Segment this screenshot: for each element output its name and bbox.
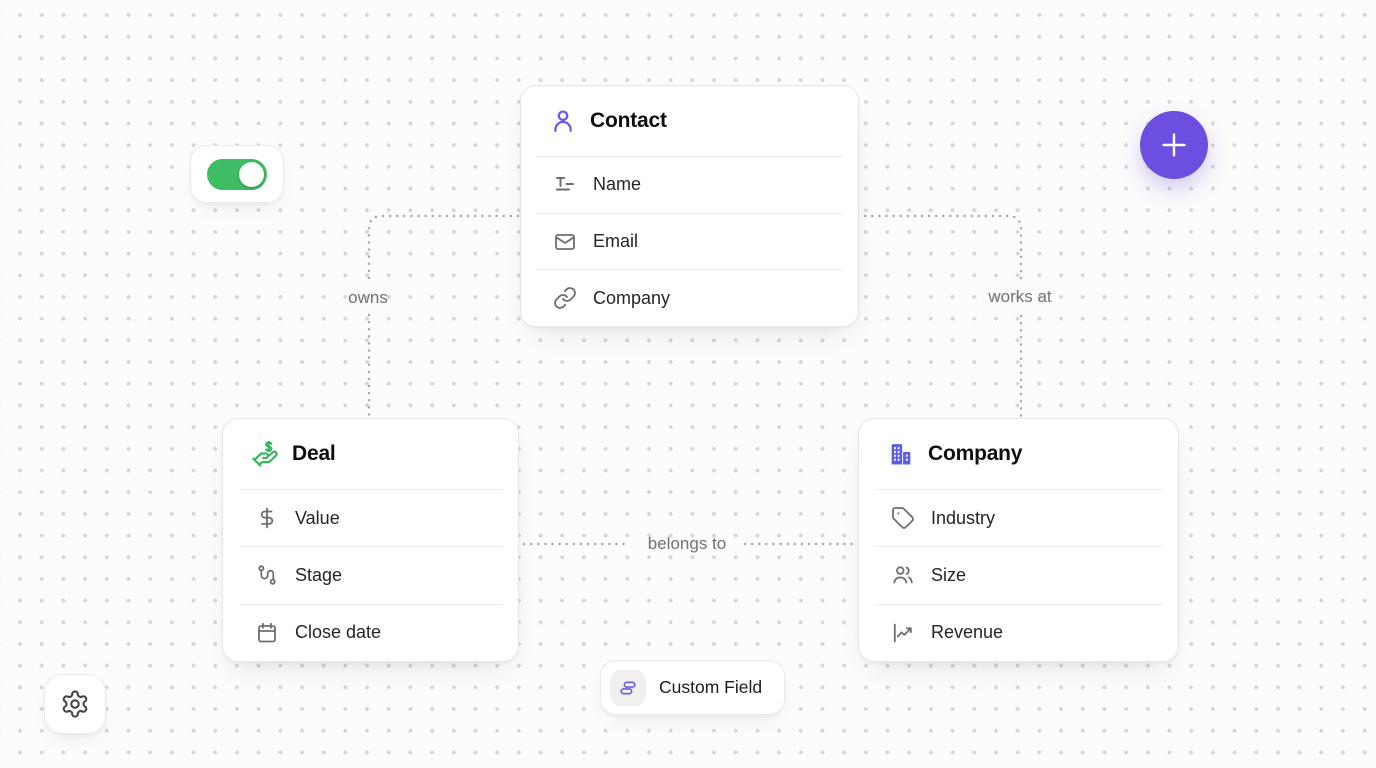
field-label: Revenue [931, 622, 1004, 643]
field-row-company[interactable]: Company [537, 269, 842, 326]
field-row-name[interactable]: Name [537, 156, 842, 213]
toggle-knob [239, 161, 264, 187]
mail-icon [553, 230, 577, 254]
field-row-value[interactable]: Value [239, 489, 502, 546]
node-company[interactable]: Company Industry Size [858, 418, 1179, 662]
node-company-header: Company [859, 419, 1178, 489]
users-icon [891, 563, 915, 587]
field-label: Name [593, 174, 642, 195]
field-label: Email [593, 231, 639, 251]
route-icon [255, 563, 279, 587]
edge-label-belongs-to: belongs to [647, 534, 727, 553]
dollar-icon [255, 506, 279, 530]
field-label: Size [931, 564, 967, 585]
field-label: Close date [295, 622, 382, 643]
node-title: Company [928, 442, 1023, 465]
toggle-switch[interactable] [207, 158, 267, 190]
field-row-email[interactable]: Email [537, 212, 842, 270]
custom-field-chip[interactable]: Custom Field [600, 660, 785, 715]
hand-dollar-icon [251, 440, 279, 468]
gear-icon [60, 689, 90, 719]
node-title: Contact [590, 109, 667, 132]
add-button[interactable] [1140, 111, 1208, 179]
field-row-revenue[interactable]: Revenue [875, 603, 1162, 661]
person-icon [549, 107, 577, 135]
edge-owns-segment [367, 214, 520, 282]
edge-works-at-segment [856, 214, 1023, 282]
field-label: Value [295, 507, 340, 528]
node-title: Deal [292, 442, 336, 465]
node-deal[interactable]: Deal Value Stage [222, 418, 519, 662]
field-row-stage[interactable]: Stage [239, 546, 502, 603]
edge-label-owns: owns [348, 288, 388, 307]
node-contact-header: Contact [521, 86, 858, 156]
settings-button[interactable] [44, 674, 106, 734]
plus-icon [1157, 128, 1191, 162]
toggle-card[interactable] [190, 145, 284, 203]
field-label: Stage [295, 564, 343, 585]
chart-icon [891, 621, 915, 645]
node-deal-header: Deal [223, 419, 518, 489]
edge-label-works-at: works at [988, 287, 1052, 306]
field-row-close-date[interactable]: Close date [239, 603, 502, 661]
field-row-size[interactable]: Size [875, 546, 1162, 603]
buildings-icon [887, 440, 915, 468]
link-icon [553, 286, 577, 310]
custom-field-chip-label: Custom Field [659, 677, 763, 697]
field-label: Industry [931, 507, 996, 528]
field-label: Company [593, 287, 671, 308]
field-row-industry[interactable]: Industry [875, 489, 1162, 546]
tag-icon [891, 506, 915, 530]
calendar-icon [255, 621, 279, 645]
rows-icon [610, 669, 646, 706]
text-icon [553, 173, 577, 197]
node-contact[interactable]: Contact Name Email [520, 85, 859, 327]
